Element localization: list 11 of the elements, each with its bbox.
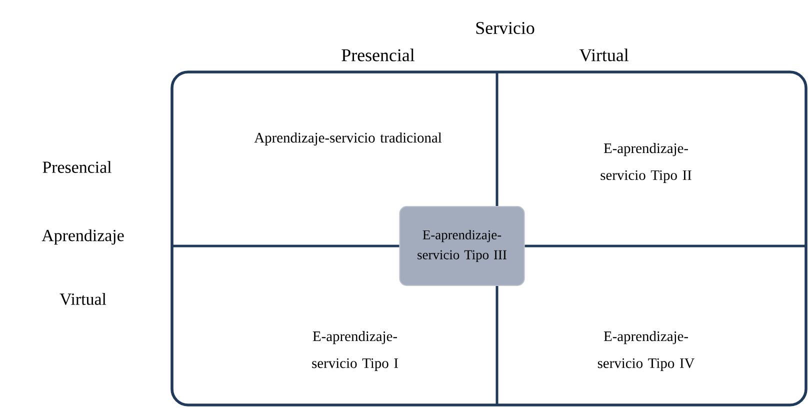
cell-text: E-aprendizaje-servicio Tipo IV (598, 331, 695, 371)
axis-label: Presencial (42, 161, 112, 173)
cell-text: Aprendizaje-servicio tradicional (254, 132, 442, 146)
cell-text: E-aprendizaje-servicio Tipo II (600, 143, 692, 183)
axis-label: Virtual (60, 293, 106, 305)
axis-label: Virtual (579, 48, 629, 62)
axis-label: Aprendizaje (42, 229, 124, 245)
cell-text: E-aprendizaje-servicio Tipo I (312, 331, 398, 371)
axis-label: Presencial (342, 48, 414, 62)
axis-title: Servicio (476, 22, 534, 34)
center-box: E-aprendizaje-servicio Tipo III (399, 206, 525, 286)
